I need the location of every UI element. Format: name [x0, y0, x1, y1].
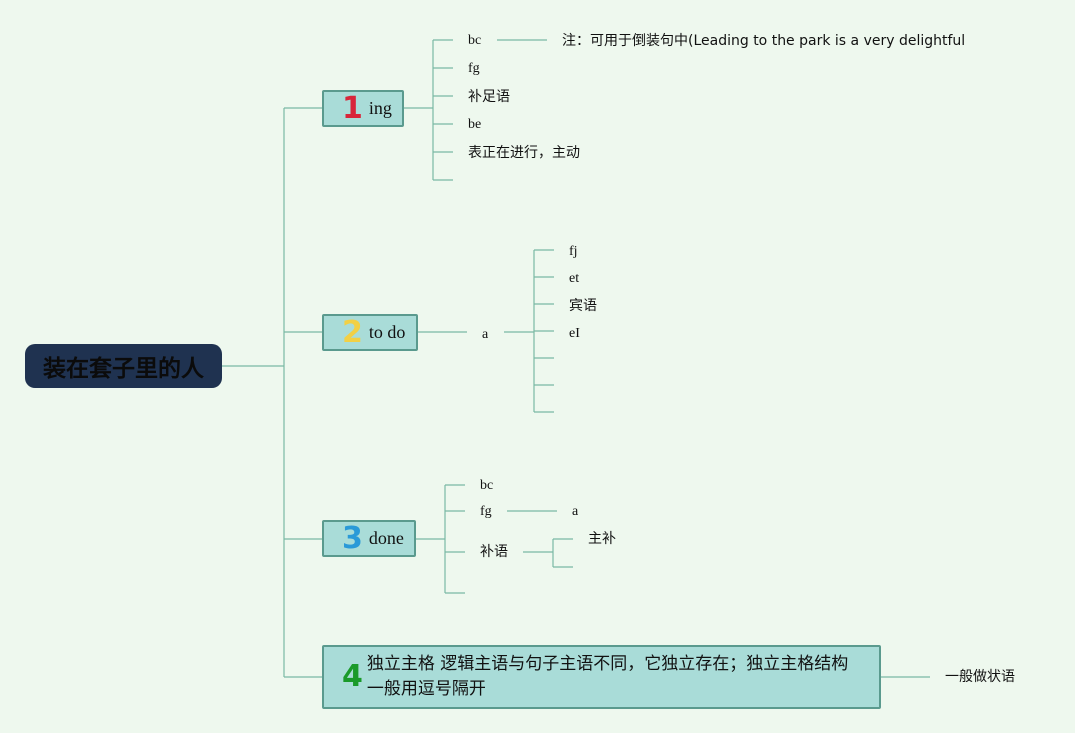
b1-child-progressive[interactable]: 表正在进行，主动	[468, 145, 580, 161]
branch-absolute-construction[interactable]: 4 独立主格 逻辑主语与句子主语不同，它独立存在；独立主格结构一般用逗号隔开	[322, 645, 881, 709]
b3-buyu-child-zhubu[interactable]: 主补	[588, 531, 616, 547]
branch-ing-label: ing	[368, 98, 392, 118]
root-label: 装在套子里的人	[43, 356, 204, 382]
b1-child-buzuyu[interactable]: 补足语	[468, 89, 510, 105]
b2-child-a[interactable]: a	[482, 327, 489, 342]
b2-grandchild-ei[interactable]: eI	[569, 326, 580, 341]
b3-child-fg[interactable]: fg	[480, 504, 492, 519]
number-1-icon: 1	[342, 90, 363, 126]
b1-child-be[interactable]: be	[468, 117, 482, 132]
b2-grandchild-fj[interactable]: fj	[569, 244, 578, 259]
branch-done[interactable]: 3 done	[322, 520, 416, 557]
root-node[interactable]: 装在套子里的人	[25, 344, 222, 388]
b1-child-fg[interactable]: fg	[468, 61, 480, 76]
b2-grandchild-et[interactable]: et	[569, 271, 580, 286]
number-3-icon: 3	[342, 520, 363, 556]
branch-to-do-label: to do	[368, 322, 406, 342]
b3-fg-child-a[interactable]: a	[572, 504, 579, 519]
branch-absolute-label: 独立主格 逻辑主语与句子主语不同，它独立存在；独立主格结构一般用逗号隔开	[366, 654, 849, 699]
number-2-icon: 2	[342, 314, 363, 350]
b3-child-buyu[interactable]: 补语	[480, 544, 508, 560]
b2-grandchild-binyu[interactable]: 宾语	[569, 298, 597, 314]
b1-note[interactable]: 注：可用于倒装句中(Leading to the park is a very …	[562, 33, 966, 49]
b3-child-bc[interactable]: bc	[480, 478, 494, 493]
branch-ing[interactable]: 1 ing	[322, 90, 404, 127]
branch-done-label: done	[368, 528, 404, 548]
b4-child-adverbial[interactable]: 一般做状语	[945, 669, 1015, 685]
number-4-icon: 4	[342, 659, 363, 694]
branch-to-do[interactable]: 2 to do	[322, 314, 418, 351]
b1-child-bc[interactable]: bc	[468, 33, 482, 48]
